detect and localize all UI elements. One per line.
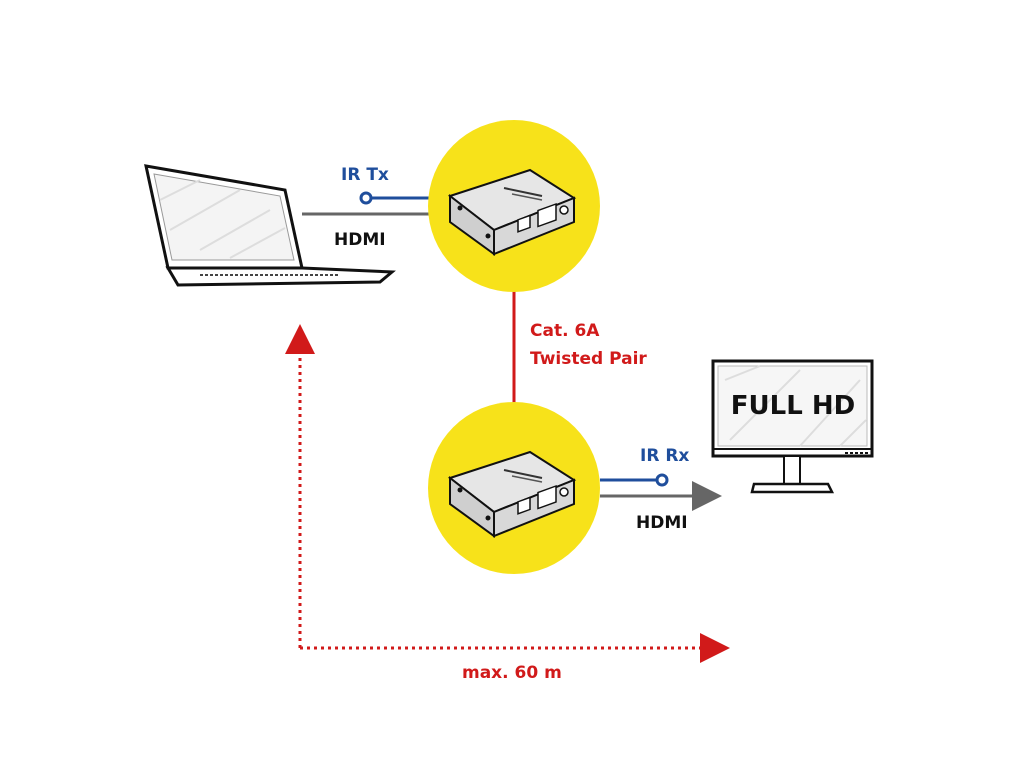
transmitter-unit [428,120,600,292]
ir-rx-sensor-icon [655,473,669,487]
receiver-unit [428,402,600,574]
ir-tx-sensor-icon [359,191,373,205]
laptop-icon [144,164,396,287]
monitor-screen-text: FULL HD [731,391,855,421]
hdmi-top-label: HDMI [334,230,386,250]
cable-label-line1: Cat. 6A [530,321,600,341]
hdmi-bottom-label: HDMI [636,513,688,533]
monitor-icon: FULL HD [711,359,874,494]
ir-rx-label: IR Rx [640,446,689,466]
ir-tx-label: IR Tx [341,165,389,185]
cable-label-line2: Twisted Pair [530,349,647,369]
distance-label: max. 60 m [462,663,562,683]
